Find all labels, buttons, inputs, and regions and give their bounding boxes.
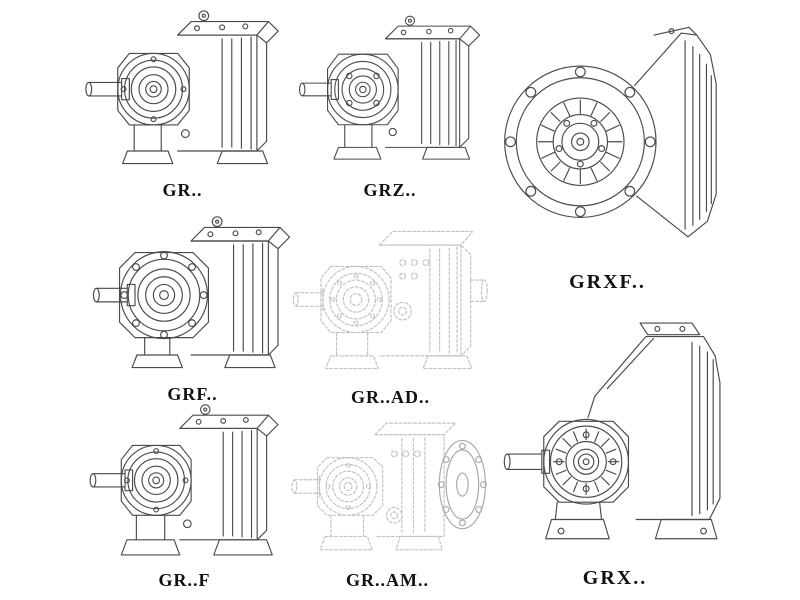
grx-gearbox-drawing [503,322,721,540]
gr-ad-gearbox-drawing [292,230,488,370]
grz-gearbox-drawing [298,15,481,160]
gr-am-gearbox-drawing [291,422,487,551]
grf-gearbox-drawing [92,216,291,369]
figure-gr-ad: GR..AD.. [283,212,498,409]
label-gr-f: GR..F [158,570,211,590]
label-gr: GR.. [162,180,203,200]
label-grxf: GRXF.. [569,271,646,293]
figure-gr-am: GR..AM.. [285,402,490,592]
label-gr-am: GR..AM.. [346,570,429,590]
figure-grx: GRX.. [495,300,735,590]
label-grf: GRF.. [167,384,218,404]
gr-f-gearbox-drawing [89,404,279,556]
figure-grxf: GRXF.. [490,4,725,294]
figure-gr-f: GR..F [82,402,287,592]
figure-grz: GRZ.. [295,8,485,202]
gr-gearbox-drawing [85,10,279,165]
label-grx: GRX.. [582,567,648,589]
label-gr-ad: GR..AD.. [351,387,430,407]
figure-grf: GRF.. [85,212,300,406]
grxf-gearbox-drawing [504,26,717,238]
label-grz: GRZ.. [363,180,417,200]
figure-gr: GR.. [80,8,285,202]
